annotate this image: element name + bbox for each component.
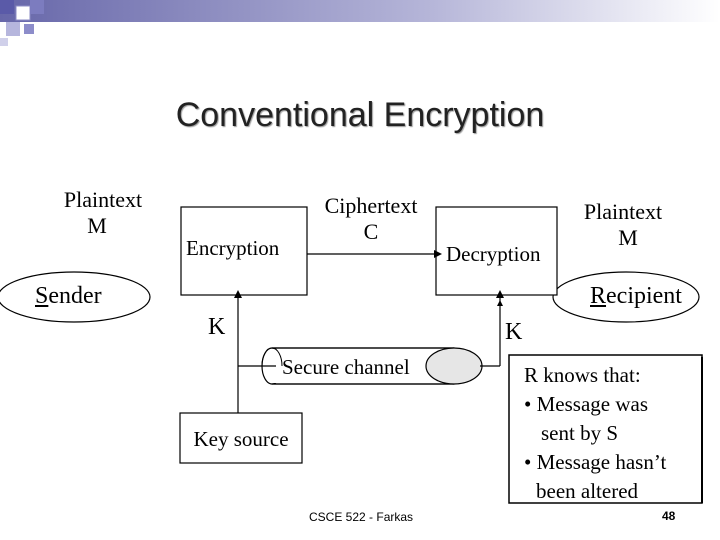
flow-arrows xyxy=(237,253,501,413)
sender-label: Sender xyxy=(35,283,102,309)
recipient-rest: ecipient xyxy=(606,283,682,309)
key-right: K xyxy=(505,319,523,345)
sender-rest: ender xyxy=(48,283,102,309)
ciphertext-label: Ciphertext C xyxy=(312,193,430,245)
secure-channel-tube xyxy=(261,347,483,385)
note-bullet-1-cont: sent by S xyxy=(541,421,619,445)
page-badge xyxy=(652,508,686,526)
note-heading: R knows that: xyxy=(524,363,641,387)
recipient-plaintext-var: M xyxy=(618,225,638,250)
decryption-label: Decryption xyxy=(446,242,541,266)
encryption-label: Encryption xyxy=(186,236,280,260)
sender-plaintext-label: Plaintext M xyxy=(48,187,158,239)
sender-initial: S xyxy=(35,283,49,309)
note-text: R knows that: • Message was sent by S • … xyxy=(524,361,666,506)
recipient-label: Recipient xyxy=(590,283,682,309)
note-bullet-2: • Message hasn’t xyxy=(524,450,667,474)
key-source-box xyxy=(179,412,303,464)
footer-text: CSCE 522 - Farkas xyxy=(309,510,414,524)
key-left: K xyxy=(208,314,226,340)
page-number: 48 xyxy=(662,509,676,523)
header-decoration xyxy=(0,0,720,46)
recipient-ellipse xyxy=(552,271,700,323)
encryption-box xyxy=(180,206,308,296)
secure-channel-label: Secure channel xyxy=(282,355,410,379)
sender-ellipse xyxy=(0,271,151,323)
ciphertext-text: Ciphertext xyxy=(324,193,418,218)
ciphertext-var: C xyxy=(363,219,379,244)
recipient-plaintext-label: Plaintext M xyxy=(568,199,678,251)
slide-title: Conventional Encryption xyxy=(175,96,545,134)
decryption-box xyxy=(435,206,558,296)
sender-plaintext-text: Plaintext xyxy=(63,187,143,212)
note-bullet-2-cont: been altered xyxy=(536,479,639,503)
note-box xyxy=(508,354,703,504)
note-bullet-1: • Message was xyxy=(524,392,648,416)
arrow-heads xyxy=(234,250,504,306)
key-source-label: Key source xyxy=(193,427,289,451)
sender-plaintext-var: M xyxy=(87,213,107,238)
recipient-plaintext-text: Plaintext xyxy=(583,199,663,224)
recipient-initial: R xyxy=(590,283,607,309)
